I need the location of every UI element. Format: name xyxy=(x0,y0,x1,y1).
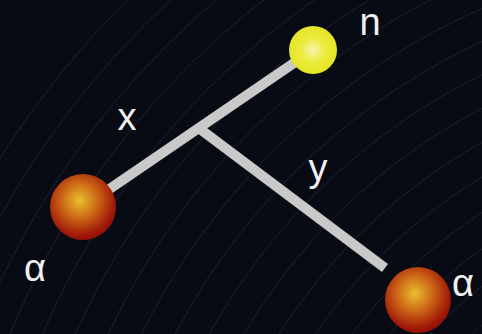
coordinate-label: x xyxy=(118,98,137,136)
coordinate-label: y xyxy=(309,149,328,187)
neutron-sphere: n xyxy=(289,26,337,74)
particle-label: α xyxy=(452,264,474,302)
jacobi-y-line xyxy=(196,126,385,268)
alpha-sphere: α xyxy=(50,174,116,240)
alpha-sphere: α xyxy=(385,267,451,333)
particle-label: α xyxy=(24,249,46,287)
jacobi-x-line xyxy=(109,62,295,189)
particle-label: n xyxy=(359,3,380,41)
